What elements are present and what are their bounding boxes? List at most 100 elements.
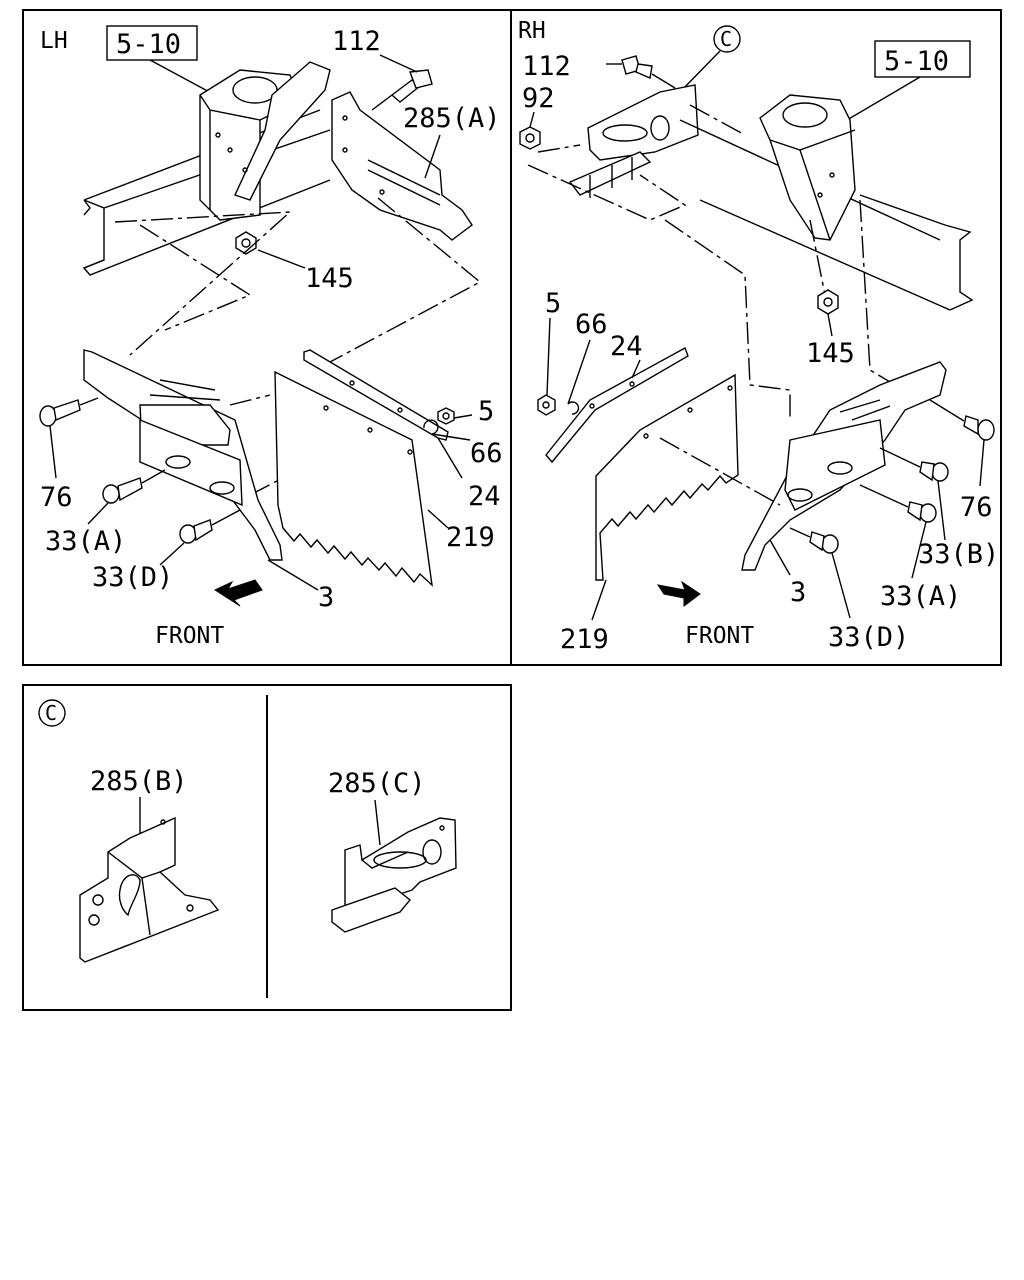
lh-24-leader <box>437 437 463 479</box>
detail-c-marker-circle <box>38 699 66 727</box>
rh-bolt-76 <box>929 399 995 441</box>
rh-nut-145 <box>817 289 839 315</box>
lh-dash-line-3 <box>329 197 482 363</box>
detail-c-frame <box>22 684 512 1011</box>
rh-callout-92: 92 <box>522 83 555 114</box>
lh-callout-24: 24 <box>468 481 501 512</box>
lh-front-label: FRONT <box>155 623 224 649</box>
lh-stay-3 <box>83 349 283 561</box>
rh-detail-marker-leader <box>679 50 721 93</box>
rh-3-leader <box>769 539 791 576</box>
lh-callout-145: 145 <box>305 263 354 294</box>
rh-callout-5: 5 <box>545 288 561 319</box>
lh-nut-145 <box>235 231 257 255</box>
rh-callout-33b: 33(B) <box>918 539 999 570</box>
rh-callout-76: 76 <box>960 492 993 523</box>
rh-detail-marker-circle <box>713 25 741 53</box>
rh-front-label: FRONT <box>685 623 754 649</box>
rh-front-arrow-icon <box>656 580 701 607</box>
lh-bolt-76 <box>39 397 99 427</box>
lh-219-leader <box>427 509 449 529</box>
rh-side-label: RH <box>518 18 546 44</box>
rh-bolt-33a <box>859 484 937 523</box>
lh-callout-66: 66 <box>470 438 503 469</box>
rh-24-leader <box>631 359 641 379</box>
lh-ref-box <box>106 25 198 61</box>
detail-bracket-285b <box>79 816 220 963</box>
rh-dash-line-2 <box>689 104 746 136</box>
rh-panel: RH C 5-10 112 92 <box>518 18 999 655</box>
rh-bolt-33b <box>879 447 949 482</box>
rh-washer-66 <box>567 401 580 415</box>
rh-callout-3: 3 <box>790 577 806 608</box>
rh-stay-3 <box>741 361 947 571</box>
lh-5-leader <box>453 414 473 419</box>
rh-detail-marker: C <box>720 27 732 51</box>
rh-cab-mount <box>759 94 856 241</box>
lh-callout-33d: 33(D) <box>92 562 173 593</box>
rh-nut-5 <box>537 394 556 416</box>
rh-bolt-33d <box>789 527 839 554</box>
lh-dash-line-2 <box>139 224 252 331</box>
lh-strip-24 <box>303 349 449 441</box>
lh-callout-219: 219 <box>446 522 495 553</box>
lh-mud-flap-219 <box>274 370 433 587</box>
lh-panel: LH 5-10 <box>39 25 503 649</box>
rh-145-leader <box>827 313 833 337</box>
detail-callout-285b: 285(B) <box>90 766 188 797</box>
lh-front-arrow-icon <box>213 579 263 607</box>
lh-nut-5 <box>437 407 455 425</box>
lh-callout-112: 112 <box>332 26 381 57</box>
lh-33d-leader <box>159 542 185 566</box>
rh-dash-line-5 <box>664 219 791 420</box>
detail-c-marker: C <box>45 701 57 725</box>
rh-bracket-285 <box>568 84 699 198</box>
lh-callout-285a: 285(A) <box>403 103 501 134</box>
rh-callout-33a: 33(A) <box>880 581 961 612</box>
lh-dash-line-4 <box>229 394 271 406</box>
lh-callout-5: 5 <box>478 396 494 427</box>
rh-callout-145: 145 <box>806 338 855 369</box>
rh-nut-92 <box>519 126 541 150</box>
rh-dash-line-4 <box>859 199 896 386</box>
rh-dash-line-1 <box>527 144 687 221</box>
rh-5-leader <box>546 317 551 396</box>
lh-76-leader <box>49 425 57 479</box>
lh-washer-66 <box>423 419 439 435</box>
rh-112-axis <box>651 73 676 89</box>
detail-c-panel: C 285(B) 285(C) <box>38 699 457 963</box>
rh-strip-24 <box>545 346 689 464</box>
rh-mud-flap-219 <box>595 373 739 581</box>
rh-219-leader <box>591 579 607 621</box>
rh-33a-leader <box>911 521 927 579</box>
rh-33d-leader <box>831 552 851 619</box>
rh-callout-24: 24 <box>610 331 643 362</box>
lh-cab-mount <box>199 61 331 221</box>
rh-callout-219: 219 <box>560 624 609 655</box>
rh-callout-33d: 33(D) <box>828 622 909 653</box>
rh-bolt-112 <box>621 55 653 79</box>
rh-ref-box <box>874 40 971 78</box>
rh-dash-line-3 <box>809 219 826 296</box>
rh-33b-leader <box>937 480 946 541</box>
rh-ref-box-label: 5-10 <box>884 46 949 77</box>
lh-66-leader <box>431 433 471 441</box>
lh-bracket-285a <box>331 91 473 241</box>
lh-112-leader <box>379 54 418 73</box>
rh-dash-line-6 <box>659 437 781 506</box>
lh-ref-leader <box>149 59 216 96</box>
rh-76-leader <box>979 439 985 487</box>
lh-145-leader <box>257 249 306 269</box>
lh-bolt-112 <box>371 69 433 111</box>
lh-bolt-33a <box>102 469 166 504</box>
rh-66-leader <box>567 339 591 405</box>
lh-3-leader <box>267 559 319 591</box>
rh-callout-66: 66 <box>575 309 608 340</box>
lh-285a-leader <box>424 134 441 179</box>
rh-callout-112: 112 <box>522 51 571 82</box>
lh-callout-3: 3 <box>318 582 334 613</box>
lh-ref-box-label: 5-10 <box>116 29 181 60</box>
detail-callout-285c: 285(C) <box>328 768 426 799</box>
detail-285c-leader <box>374 799 381 846</box>
